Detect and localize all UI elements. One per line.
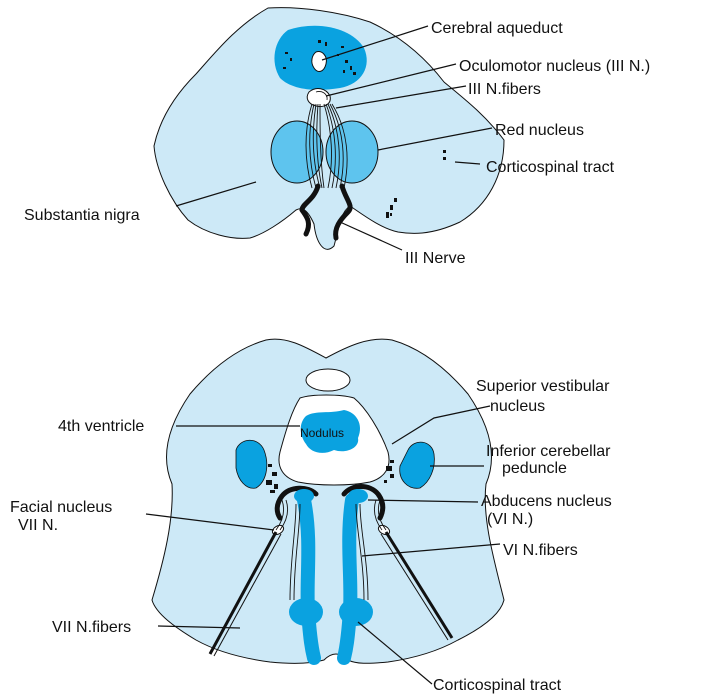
- label-inferior-cerebellar-1: Inferior cerebellar: [486, 443, 611, 460]
- label-fourth-ventricle: 4th ventricle: [58, 418, 144, 435]
- label-iii-nerve: III Nerve: [405, 250, 466, 267]
- label-abducens-1: Abducens nucleus: [481, 493, 612, 510]
- abducens-nucleus-right: [348, 489, 368, 503]
- label-corticospinal-tract-pons: Corticospinal tract: [433, 677, 562, 694]
- label-superior-vestibular-2: nucleus: [490, 398, 545, 415]
- corticospinal-bulge-left: [289, 598, 323, 626]
- label-oculomotor-nucleus: Oculomotor nucleus (III N.): [459, 58, 650, 75]
- pons-section: Nodulus: [10, 339, 612, 694]
- red-nucleus-left: [271, 121, 323, 183]
- label-vi-fibers: VI N.fibers: [503, 542, 578, 559]
- label-vii-fibers: VII N.fibers: [52, 619, 131, 636]
- label-superior-vestibular-1: Superior vestibular: [476, 378, 610, 395]
- label-facial-nucleus-1: Facial nucleus: [10, 499, 112, 516]
- abducens-nucleus-left: [294, 489, 314, 503]
- midbrain-section: Cerebral aqueduct Oculomotor nucleus (II…: [24, 8, 650, 267]
- label-corticospinal-tract-midbrain: Corticospinal tract: [486, 159, 615, 176]
- corticospinal-tract-left: [304, 500, 314, 658]
- corticospinal-tract-right: [344, 500, 352, 658]
- label-inferior-cerebellar-2: peduncle: [502, 460, 567, 477]
- cerebral-aqueduct: [312, 52, 327, 72]
- cerebellar-white-oval: [306, 369, 350, 391]
- label-red-nucleus: Red nucleus: [495, 122, 584, 139]
- label-iii-fibers: III N.fibers: [468, 81, 541, 98]
- corticospinal-bulge-right: [339, 598, 373, 626]
- label-nodulus: Nodulus: [300, 426, 344, 440]
- label-facial-nucleus-2: VII N.: [18, 517, 58, 534]
- label-cerebral-aqueduct: Cerebral aqueduct: [431, 20, 563, 37]
- label-abducens-2: (VI N.): [487, 511, 533, 528]
- label-substantia-nigra: Substantia nigra: [24, 207, 140, 224]
